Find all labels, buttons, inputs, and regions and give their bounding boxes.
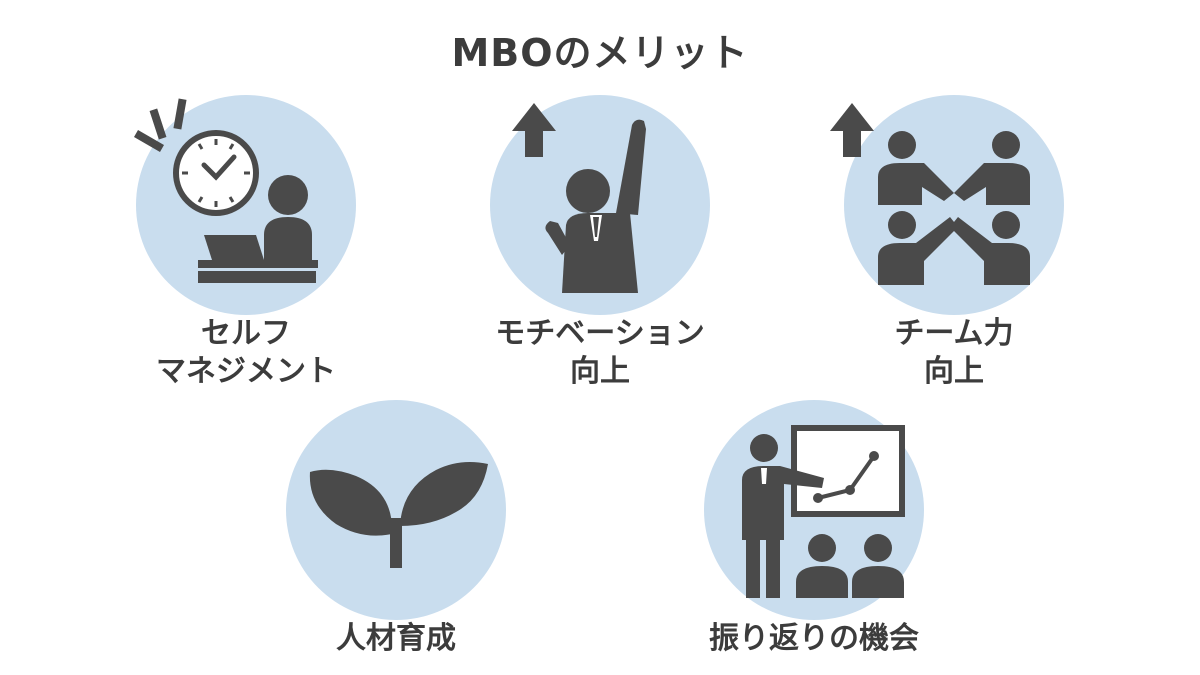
benefit-label: モチベーション向上 [495,316,705,389]
benefit-label: 振り返りの機会 [709,621,919,656]
team-highfive-icon [830,95,1064,315]
benefit-talent-development: 人材育成 [246,400,546,658]
sprout-icon [286,400,506,620]
benefit-reflection: 振り返りの機会 [664,400,964,658]
benefit-motivation: モチベーション向上 [450,95,750,391]
benefit-label: チーム力向上 [894,316,1014,389]
benefit-label: 人材育成 [336,621,456,656]
benefit-label: セルフマネジメント [156,316,336,389]
clock-worker-icon [134,95,356,315]
benefit-self-management: セルフマネジメント [96,95,396,391]
presentation-icon [704,400,924,620]
benefit-team-power: チーム力向上 [804,95,1104,391]
page-title: MBOのメリット [451,31,749,75]
raised-fist-businessman-icon [490,95,710,315]
